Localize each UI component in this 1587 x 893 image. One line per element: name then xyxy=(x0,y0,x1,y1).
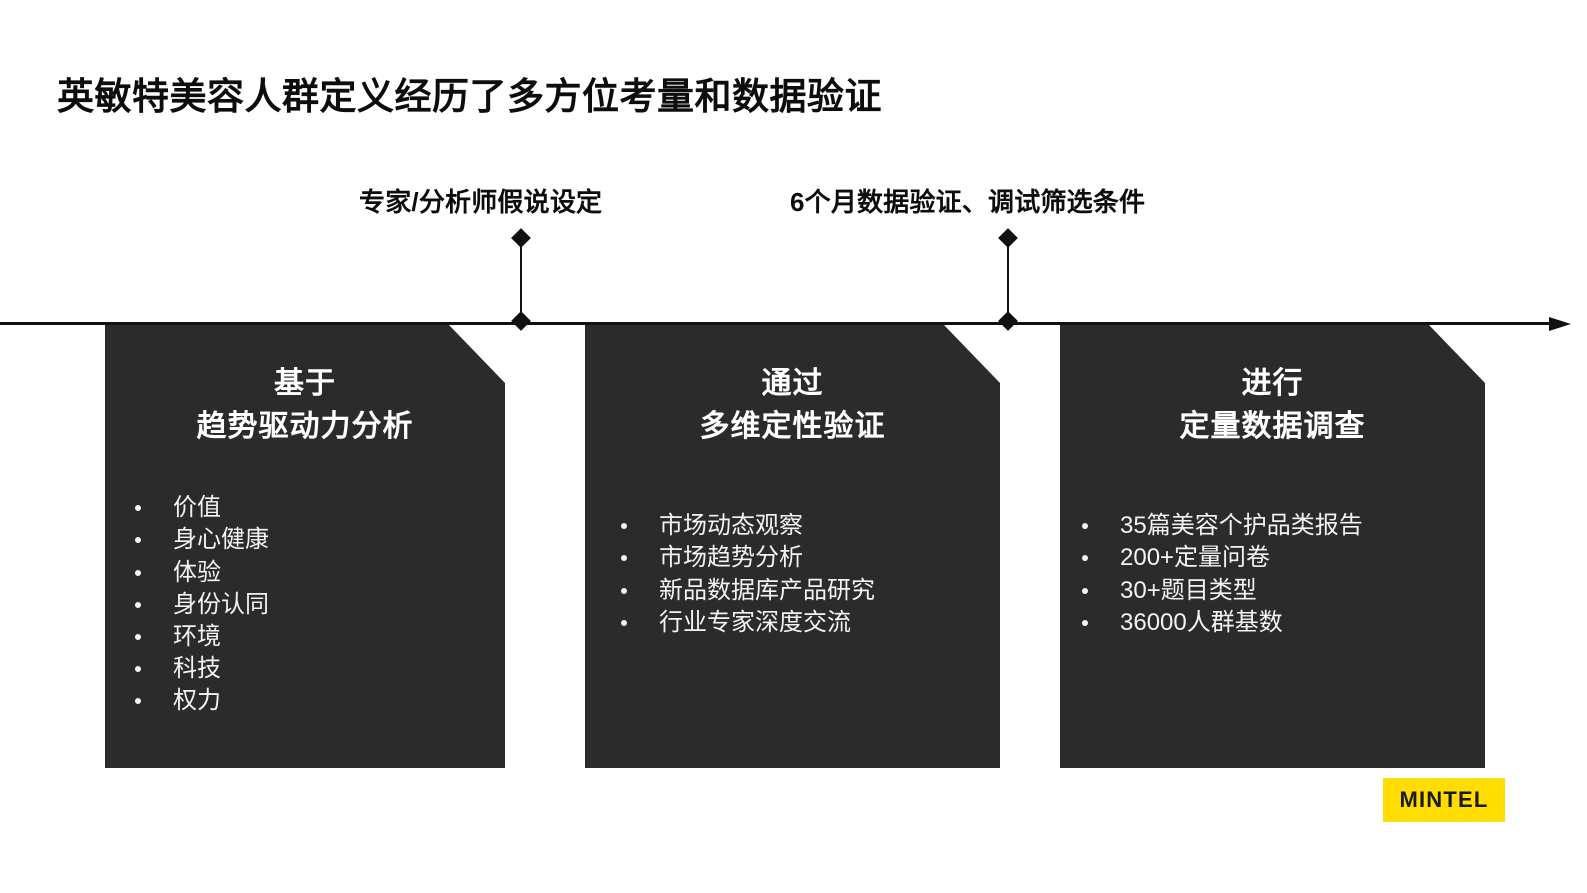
list-item: 权力 xyxy=(113,685,505,717)
connector-label-1: 专家/分析师假说设定 xyxy=(359,187,603,217)
list-item: 新品数据库产品研究 xyxy=(599,575,1000,607)
stage-1-heading: 基于 趋势驱动力分析 xyxy=(105,363,505,448)
list-item: 行业专家深度交流 xyxy=(599,607,1000,639)
stage-3-heading: 进行 定量数据调查 xyxy=(1060,363,1485,448)
stage-panel-3: 进行 定量数据调查 35篇美容个护品类报告 200+定量问卷 30+题目类型 3… xyxy=(1060,325,1485,768)
list-item: 市场趋势分析 xyxy=(599,542,1000,574)
list-item: 环境 xyxy=(113,621,505,653)
mintel-wordmark: MINTEL xyxy=(1399,787,1489,812)
stage-2-heading-line2: 多维定性验证 xyxy=(699,409,886,443)
list-item: 体验 xyxy=(113,557,505,589)
stage-2-heading-line1: 通过 xyxy=(761,367,824,400)
list-item: 35篇美容个护品类报告 xyxy=(1060,510,1485,542)
stage-2-list: 市场动态观察 市场趋势分析 新品数据库产品研究 行业专家深度交流 xyxy=(599,510,1000,639)
stage-3-list: 35篇美容个护品类报告 200+定量问卷 30+题目类型 36000人群基数 xyxy=(1060,510,1485,639)
list-item: 市场动态观察 xyxy=(599,510,1000,542)
timeline-connector-2 xyxy=(998,228,1018,331)
stage-panel-1: 基于 趋势驱动力分析 价值 身心健康 体验 身份认同 环境 科技 权力 xyxy=(105,325,505,768)
mintel-logo: MINTEL xyxy=(1383,778,1505,822)
list-item: 科技 xyxy=(113,653,505,685)
list-item: 身心健康 xyxy=(113,524,505,556)
stage-2-heading: 通过 多维定性验证 xyxy=(585,363,1000,448)
connector-stem xyxy=(520,238,522,321)
connector-stem xyxy=(1007,238,1009,321)
timeline-connector-1 xyxy=(511,228,531,331)
list-item: 30+题目类型 xyxy=(1060,575,1485,607)
list-item: 身份认同 xyxy=(113,589,505,621)
list-item: 200+定量问卷 xyxy=(1060,542,1485,574)
arrow-right-icon xyxy=(1549,317,1571,331)
stage-3-heading-line2: 定量数据调查 xyxy=(1179,409,1366,443)
list-item: 36000人群基数 xyxy=(1060,607,1485,639)
stage-1-heading-line1: 基于 xyxy=(274,367,336,400)
page-title: 英敏特美容人群定义经历了多方位考量和数据验证 xyxy=(57,76,882,117)
axis-line xyxy=(0,322,1556,325)
timeline-axis xyxy=(0,317,1587,331)
stage-3-heading-line1: 进行 xyxy=(1241,367,1304,400)
stage-1-list: 价值 身心健康 体验 身份认同 环境 科技 权力 xyxy=(113,492,505,717)
stage-1-heading-line2: 趋势驱动力分析 xyxy=(196,409,414,443)
list-item: 价值 xyxy=(113,492,505,524)
stage-panel-2: 通过 多维定性验证 市场动态观察 市场趋势分析 新品数据库产品研究 行业专家深度… xyxy=(585,325,1000,768)
connector-label-2: 6个月数据验证、调试筛选条件 xyxy=(790,187,1146,217)
